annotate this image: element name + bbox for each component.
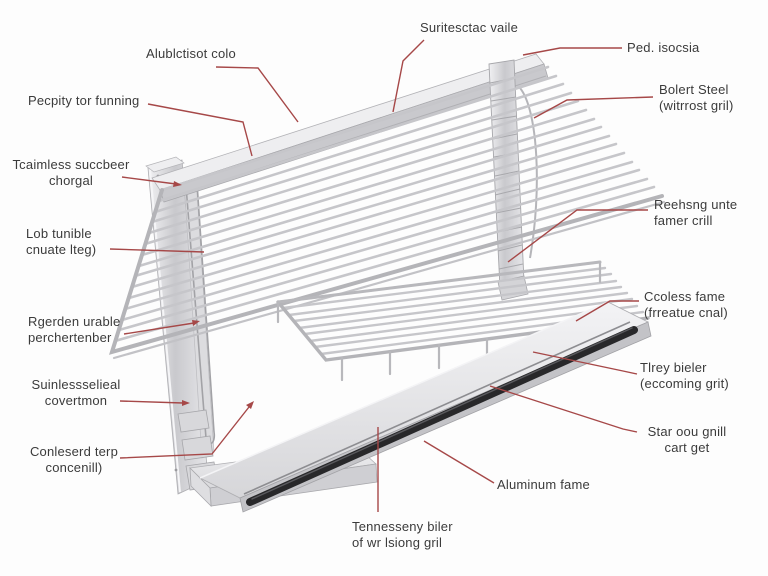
label-right-5: Star oou gnill cart get: [633, 424, 741, 456]
label-left-2: Tcaimless succbeer chorgal: [12, 157, 130, 189]
leader-right-5: [489, 385, 638, 433]
leader-left-5: [119, 400, 184, 404]
label-top-center: Suritesctac vaile: [420, 20, 518, 36]
label-text: Conleserd terp: [29, 444, 119, 459]
label-text: Ped. isocsia: [627, 40, 700, 55]
label-text: covertmon: [44, 393, 108, 408]
label-bottom-right: Aluminum fame: [497, 477, 590, 493]
label-text: Alublctisot colo: [146, 46, 236, 61]
label-text: cnuate lteg): [26, 242, 97, 257]
black-heating-rail: [246, 326, 638, 506]
leader-left-6: [119, 406, 250, 459]
label-bottom-center: Tennesseny biler of wr lsiong gril: [352, 519, 453, 551]
label-right-1: Bolert Steel (witrrost gril): [659, 82, 734, 114]
leader-left-4: [123, 322, 195, 335]
label-text: (witrrost gril): [659, 98, 734, 113]
label-right-3: Ccoless fame (frreatue cnal): [644, 289, 728, 321]
label-top-left: Alublctisot colo: [146, 46, 236, 62]
leader-top-left: [215, 66, 299, 123]
label-text: perchertenber: [28, 330, 112, 345]
label-text: concenill): [45, 460, 103, 475]
label-text: Reehsng unte: [654, 197, 738, 212]
label-text: Aluminum fame: [497, 477, 590, 492]
top-grill-grate: [109, 65, 666, 360]
label-right-4: Tlrey bieler (eccoming grit): [640, 360, 729, 392]
leader-left-2: [121, 176, 177, 185]
leader-arrowheads: [173, 181, 254, 409]
leader-lines: [109, 39, 654, 512]
label-right-2: Reehsng unte famer crill: [654, 197, 737, 229]
leader-right-4: [532, 351, 638, 375]
label-text: Star oou gnill: [647, 424, 727, 439]
label-text: Suinlessselieal: [31, 377, 121, 392]
label-text: Tennesseny biler: [352, 519, 453, 534]
label-text: cart get: [664, 440, 710, 455]
grate-border: [109, 188, 664, 355]
label-text: of wr lsiong gril: [352, 535, 443, 550]
label-left-4: Rgerden urable perchertenber: [28, 314, 120, 346]
leader-right-1: [533, 96, 654, 119]
leader-left-3: [109, 248, 205, 253]
leader-right-2: [507, 209, 648, 263]
label-left-3: Lob tunible cnuate lteg): [26, 226, 96, 258]
label-left-5: Suinlessselieal covertmon: [20, 377, 132, 409]
label-text: (frreatue cnal): [644, 305, 728, 320]
label-text: Ccoless fame: [644, 289, 726, 304]
label-text: Suritesctac vaile: [420, 20, 519, 35]
aluminum-bar: [199, 301, 652, 513]
leader-top-right: [522, 47, 622, 56]
leader-right-3: [575, 300, 639, 322]
label-text: Tlrey bieler: [640, 360, 707, 375]
label-text: Lob tunible: [26, 226, 92, 241]
leader-bottom-right: [423, 440, 495, 484]
label-text: Pecpity tor funning: [28, 93, 140, 108]
label-left-1: Pecpity tor funning: [28, 93, 139, 109]
label-text: chorgal: [48, 173, 94, 188]
label-text: Rgerden urable: [28, 314, 121, 329]
label-left-6: Conleserd terp concenill): [18, 444, 130, 476]
label-text: Bolert Steel: [659, 82, 729, 97]
label-text: (eccoming grit): [640, 376, 729, 391]
label-text: Tcaimless succbeer: [12, 157, 130, 172]
label-top-right: Ped. isocsia: [627, 40, 700, 56]
label-text: famer crill: [654, 213, 713, 228]
leader-top-center: [392, 39, 425, 113]
leader-left-1: [147, 103, 253, 157]
